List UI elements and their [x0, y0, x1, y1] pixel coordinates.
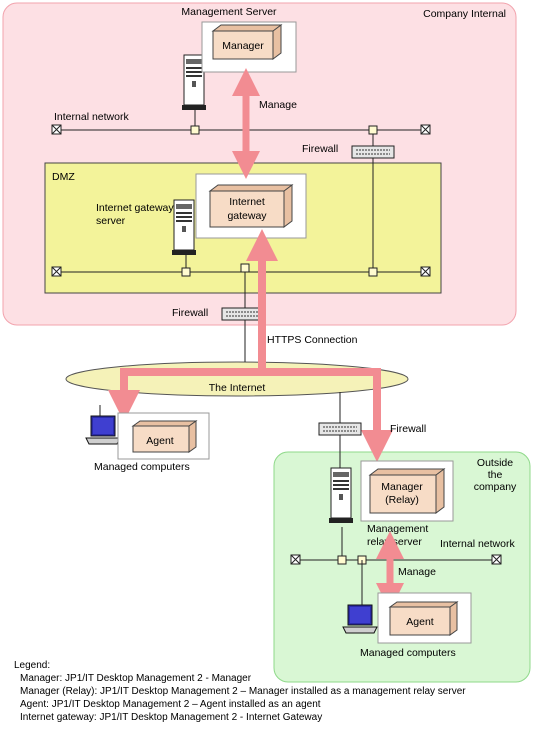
- manager-relay-label-2: (Relay): [385, 494, 419, 506]
- laptop-right-icon: [342, 604, 378, 634]
- relay-server-label-1: Management: [367, 523, 428, 535]
- internal-network-top-label: Internal network: [54, 111, 129, 123]
- company-internal-label: Company Internal: [423, 8, 506, 20]
- internet-gateway-server-label-1: Internet gateway: [96, 202, 174, 214]
- legend-item: Internet gateway: JP1/IT Desktop Managem…: [20, 712, 323, 723]
- agent-left-label: Agent: [146, 435, 174, 447]
- internal-network-bottom-label: Internal network: [440, 538, 515, 550]
- firewall-1-label: Firewall: [302, 143, 338, 155]
- outside-label-1: Outside: [477, 457, 513, 469]
- https-label: HTTPS Connection: [267, 334, 358, 346]
- managed-left-label: Managed computers: [94, 461, 190, 473]
- legend-item: Manager (Relay): JP1/IT Desktop Manageme…: [20, 686, 466, 697]
- https-arrow-main: [246, 229, 393, 462]
- legend-item: Agent: JP1/IT Desktop Management 2 – Age…: [20, 699, 321, 710]
- outside-label-3: company: [474, 481, 517, 493]
- manage-bottom-label: Manage: [398, 566, 436, 578]
- internet-label: The Internet: [209, 382, 266, 394]
- relay-server-label-2: relay server: [367, 536, 422, 548]
- legend: Legend: Manager: JP1/IT Desktop Manageme…: [14, 659, 466, 724]
- laptop-left-icon: [85, 415, 121, 445]
- managed-right-label: Managed computers: [360, 647, 456, 659]
- internet-gateway-server-icon: [171, 199, 197, 256]
- manager-relay-label-1: Manager: [381, 481, 423, 493]
- firewall-3-label: Firewall: [390, 423, 426, 435]
- outside-label-2: the: [488, 469, 503, 481]
- legend-title: Legend:: [14, 660, 51, 671]
- internet-gateway-label-2: gateway: [227, 210, 267, 222]
- firewall-2-label: Firewall: [172, 307, 208, 319]
- management-relay-server-icon: [328, 467, 354, 524]
- management-server-label: Management Server: [181, 6, 277, 18]
- internet-gateway-label-1: Internet: [229, 196, 265, 208]
- manage-top-label: Manage: [259, 99, 297, 111]
- legend-item: Manager: JP1/IT Desktop Management 2 - M…: [20, 673, 252, 684]
- dmz-label: DMZ: [52, 171, 75, 183]
- manager-label: Manager: [222, 40, 264, 52]
- https-arrow-left: [108, 368, 262, 422]
- internet-gateway-server-label-2: server: [96, 215, 126, 227]
- agent-right-label: Agent: [406, 616, 434, 628]
